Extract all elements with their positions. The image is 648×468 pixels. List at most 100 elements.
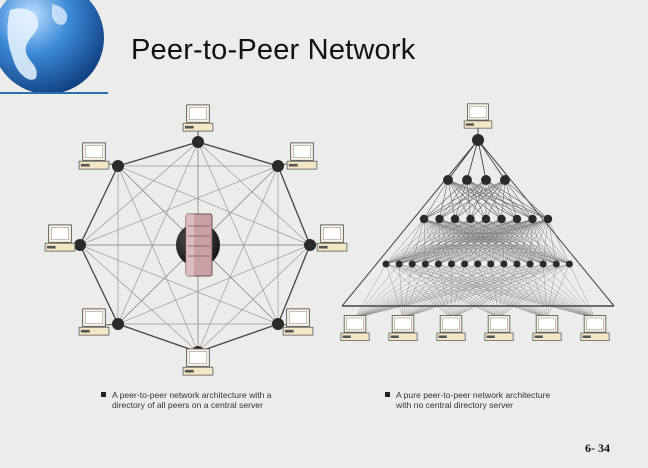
network-node — [112, 160, 124, 172]
network-node — [500, 175, 510, 185]
network-link — [398, 263, 404, 319]
network-node — [513, 260, 521, 268]
network-link — [423, 179, 449, 220]
network-link — [438, 218, 502, 265]
network-link — [402, 263, 478, 319]
network-link — [354, 263, 504, 319]
network-link — [451, 218, 549, 265]
network-link — [447, 179, 549, 220]
network-link — [423, 179, 468, 220]
network-link — [412, 218, 440, 265]
network-link — [546, 263, 570, 319]
network-link — [412, 218, 549, 265]
network-link — [466, 179, 487, 220]
network-node — [462, 175, 472, 185]
network-node — [112, 318, 124, 330]
network-link — [439, 179, 449, 220]
network-link — [501, 179, 506, 220]
network-link — [451, 263, 500, 319]
left-caption: A peer-to-peer network architecture with… — [101, 390, 342, 410]
network-link — [504, 179, 518, 220]
network-link — [423, 218, 439, 265]
network-link — [197, 141, 311, 246]
network-link — [385, 218, 518, 265]
network-link — [354, 263, 413, 319]
network-link — [498, 263, 505, 319]
computer-icon — [182, 348, 214, 376]
network-link — [454, 179, 487, 220]
network-link — [498, 263, 570, 319]
network-link — [485, 179, 506, 220]
network-link — [402, 263, 491, 319]
network-link — [438, 263, 596, 319]
network-link — [503, 263, 596, 319]
network-link — [450, 263, 452, 319]
network-link — [503, 263, 548, 319]
network-link — [542, 218, 549, 265]
computer-icon — [78, 308, 110, 336]
network-link — [399, 218, 518, 265]
network-node — [382, 260, 390, 268]
network-link — [464, 218, 549, 265]
network-node — [552, 260, 560, 268]
network-link — [470, 179, 487, 220]
network-link — [117, 141, 199, 325]
network-link — [438, 218, 518, 265]
computer-icon — [44, 224, 76, 252]
network-link — [79, 165, 119, 246]
network-link — [79, 244, 199, 353]
network-link — [439, 179, 487, 220]
network-node — [481, 175, 491, 185]
network-link — [412, 218, 518, 265]
network-link — [117, 323, 199, 353]
network-link — [477, 263, 500, 319]
network-node — [512, 214, 522, 224]
network-link — [385, 218, 425, 265]
network-link — [79, 244, 279, 325]
network-link — [354, 263, 544, 319]
network-node — [539, 260, 547, 268]
network-link — [385, 218, 456, 265]
network-link — [503, 218, 549, 265]
network-link — [277, 165, 311, 246]
network-link — [543, 263, 548, 319]
network-link — [117, 165, 311, 246]
network-link — [450, 263, 505, 319]
computer-icon — [532, 315, 562, 341]
network-link — [450, 263, 570, 319]
network-link — [466, 179, 471, 220]
network-link — [451, 218, 502, 265]
network-link — [464, 263, 548, 319]
network-link — [425, 218, 502, 265]
network-link — [450, 263, 518, 319]
network-link — [385, 218, 549, 265]
network-link — [447, 179, 487, 220]
right-caption: A pure peer-to-peer network architecture… — [385, 390, 626, 410]
network-link — [498, 263, 518, 319]
network-link — [402, 263, 570, 319]
network-node — [481, 214, 491, 224]
network-node — [472, 134, 484, 146]
network-link — [79, 244, 119, 325]
network-link — [354, 263, 465, 319]
network-link — [385, 263, 452, 319]
network-node — [500, 260, 508, 268]
network-node — [497, 214, 506, 224]
network-link — [529, 263, 596, 319]
network-link — [447, 179, 471, 220]
network-node — [474, 260, 482, 268]
network-link — [402, 263, 465, 319]
computer-icon — [282, 308, 314, 336]
network-link — [438, 218, 456, 265]
network-link — [464, 263, 500, 319]
network-node — [528, 214, 537, 224]
network-link — [470, 179, 506, 220]
network-link — [504, 179, 549, 220]
network-link — [354, 263, 426, 319]
slide-title: Peer-to-Peer Network — [131, 34, 416, 66]
network-link — [477, 139, 506, 181]
network-link — [466, 139, 479, 181]
network-link — [197, 165, 279, 353]
network-link — [451, 218, 518, 265]
network-link — [354, 263, 531, 319]
